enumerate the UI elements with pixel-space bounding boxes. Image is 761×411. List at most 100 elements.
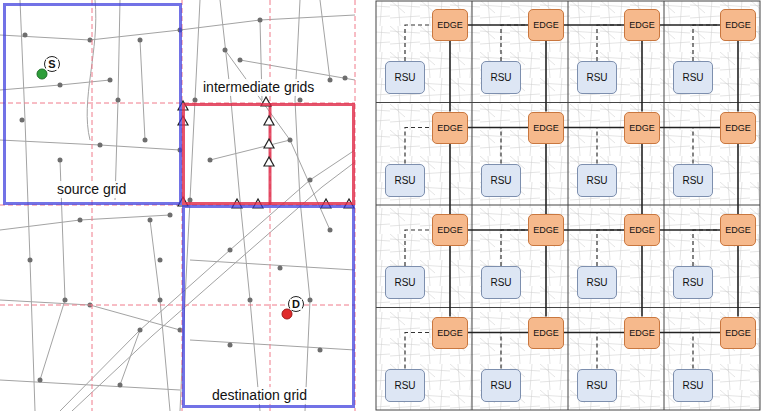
- edge-server-box: EDGE: [720, 9, 756, 41]
- edge-label: EDGE: [437, 328, 463, 338]
- rsu-label: RSU: [490, 72, 511, 83]
- grid-label: source grid: [55, 181, 128, 198]
- backbone-link: [564, 332, 624, 334]
- backbone-link: [449, 144, 451, 215]
- rsu-box: RSU: [385, 266, 425, 299]
- wireless-link: [693, 333, 720, 369]
- destination-marker: D: [288, 296, 304, 312]
- rsu-label: RSU: [586, 380, 607, 391]
- backbone-link: [660, 229, 720, 231]
- edge-label: EDGE: [437, 225, 463, 235]
- backbone-link: [545, 41, 547, 112]
- rsu-box: RSU: [673, 61, 713, 94]
- edge-label: EDGE: [629, 225, 655, 235]
- wireless-link: [405, 333, 432, 369]
- rsu-box: RSU: [481, 164, 521, 197]
- edge-label: EDGE: [437, 20, 463, 30]
- wireless-link: [597, 128, 624, 164]
- edge-label: EDGE: [533, 20, 559, 30]
- backbone-link: [660, 24, 720, 26]
- rsu-label: RSU: [490, 175, 511, 186]
- wireless-link: [597, 230, 624, 266]
- backbone-link: [641, 144, 643, 215]
- wireless-link: [501, 128, 528, 164]
- edge-server-box: EDGE: [528, 112, 564, 144]
- rsu-label: RSU: [682, 380, 703, 391]
- rsu-label: RSU: [394, 175, 415, 186]
- rsu-label: RSU: [586, 72, 607, 83]
- rsu-box: RSU: [385, 369, 425, 402]
- rsu-label: RSU: [394, 72, 415, 83]
- edge-label: EDGE: [725, 123, 751, 133]
- wireless-link: [501, 25, 528, 61]
- backbone-link: [737, 144, 739, 215]
- edge-server-box: EDGE: [624, 214, 660, 246]
- wireless-link: [693, 230, 720, 266]
- rsu-label: RSU: [682, 72, 703, 83]
- marker-letter: D: [290, 299, 302, 310]
- backbone-link: [468, 24, 528, 26]
- backbone-link: [737, 246, 739, 317]
- backbone-link: [660, 127, 720, 129]
- rsu-box: RSU: [577, 61, 617, 94]
- wireless-link: [693, 25, 720, 61]
- wireless-link: [597, 333, 624, 369]
- backbone-link: [641, 41, 643, 112]
- grid-label: intermediate grids: [201, 79, 316, 96]
- edge-label: EDGE: [629, 20, 655, 30]
- rsu-label: RSU: [394, 277, 415, 288]
- edge-server-box: EDGE: [432, 214, 468, 246]
- edge-server-box: EDGE: [528, 9, 564, 41]
- rsu-box: RSU: [673, 164, 713, 197]
- cell-borders: [376, 1, 760, 410]
- map-roads: [0, 0, 355, 411]
- source-point: [37, 69, 47, 79]
- intermediate-grid-region: intermediate grids: [182, 103, 355, 205]
- wireless-link: [693, 128, 720, 164]
- rsu-box: RSU: [481, 266, 521, 299]
- rsu-box: RSU: [673, 266, 713, 299]
- backbone-link: [660, 332, 720, 334]
- edge-server-box: EDGE: [432, 112, 468, 144]
- wireless-link: [405, 230, 432, 266]
- wireless-link: [501, 333, 528, 369]
- backbone-link: [564, 127, 624, 129]
- boundary-triangles: [178, 97, 354, 208]
- rsu-label: RSU: [682, 175, 703, 186]
- edge-server-box: EDGE: [432, 317, 468, 349]
- rsu-box: RSU: [673, 369, 713, 402]
- edge-server-box: EDGE: [720, 214, 756, 246]
- map-texture: [376, 1, 760, 410]
- edge-server-box: EDGE: [624, 317, 660, 349]
- rsu-label: RSU: [586, 175, 607, 186]
- rsu-box: RSU: [385, 164, 425, 197]
- grid-label: destination grid: [210, 387, 309, 404]
- backbone-link: [545, 144, 547, 215]
- edge-server-box: EDGE: [624, 9, 660, 41]
- edge-server-box: EDGE: [432, 9, 468, 41]
- source-grid-region: source gridS: [3, 3, 182, 205]
- backbone-link: [468, 127, 528, 129]
- rsu-box: RSU: [577, 266, 617, 299]
- wireless-link: [501, 230, 528, 266]
- edge-label: EDGE: [437, 123, 463, 133]
- rsu-box: RSU: [481, 61, 521, 94]
- backbone-link: [737, 41, 739, 112]
- edge-label: EDGE: [629, 123, 655, 133]
- rsu-label: RSU: [490, 380, 511, 391]
- edge-label: EDGE: [533, 123, 559, 133]
- edge-server-box: EDGE: [720, 317, 756, 349]
- rsu-label: RSU: [682, 277, 703, 288]
- backbone-link: [449, 41, 451, 112]
- rsu-box: RSU: [481, 369, 521, 402]
- edge-server-box: EDGE: [528, 214, 564, 246]
- edge-label: EDGE: [725, 328, 751, 338]
- backbone-link: [564, 24, 624, 26]
- rsu-box: RSU: [577, 369, 617, 402]
- destination-grid-region: destination grid D: [182, 205, 355, 408]
- edge-label: EDGE: [725, 20, 751, 30]
